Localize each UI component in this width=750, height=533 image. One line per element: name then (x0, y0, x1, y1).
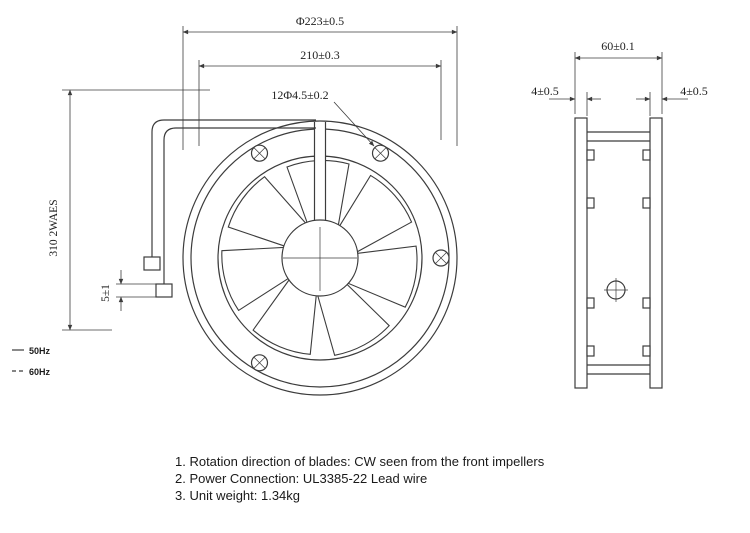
note-rotation: 1. Rotation direction of blades: CW seen… (175, 454, 545, 469)
rear-flange (649, 117, 663, 389)
frequency-legend: 50Hz 60Hz (12, 346, 51, 377)
dim-flange-left-label: 4±0.5 (531, 84, 559, 98)
side-view (574, 117, 663, 389)
dim-flange-right: 4±0.5 (636, 84, 708, 116)
note-power-connection: 2. Power Connection: UL3385-22 Lead wire (175, 471, 427, 486)
dim-mounting-holes-label: 12Φ4.5±0.2 (271, 88, 328, 102)
dim-outer-diameter-label: Φ223±0.5 (296, 14, 344, 28)
dim-terminal: 5±1 (100, 270, 156, 311)
dim-depth-label: 60±0.1 (601, 39, 635, 53)
front-view (182, 120, 458, 396)
wire-strut (313, 122, 327, 221)
hub-crosshair (283, 227, 357, 291)
dim-flange-left: 4±0.5 (531, 84, 601, 116)
terminal-lug-2 (155, 283, 173, 298)
mounting-hole-right (432, 249, 450, 267)
impeller-blades (221, 159, 418, 356)
dim-lead-length-label: 310 2WAES (48, 199, 60, 256)
dim-bolt-circle-label: 210±0.3 (300, 48, 340, 62)
mounting-hole-top-right (371, 144, 390, 162)
dim-lead-length: 310 2WAES (48, 89, 210, 331)
lead-wires (151, 119, 316, 284)
legend-50hz-label: 50Hz (29, 346, 51, 356)
note-unit-weight: 3. Unit weight: 1.34kg (175, 488, 300, 503)
fan-outer-frame (182, 120, 458, 396)
terminal-lug-1 (143, 256, 161, 271)
ground-terminal (604, 278, 628, 302)
mounting-hole-bottom-left (250, 354, 269, 372)
mounting-hole-top-left (250, 144, 269, 162)
dim-terminal-label: 5±1 (100, 284, 112, 302)
dim-flange-right-label: 4±0.5 (680, 84, 708, 98)
dim-outer-diameter: Φ223±0.5 (182, 14, 458, 150)
flange-tabs (586, 149, 651, 357)
wire-terminals (143, 256, 173, 298)
mounting-holes (250, 144, 450, 372)
dim-depth: 60±0.1 (574, 39, 663, 114)
notes-block: 1. Rotation direction of blades: CW seen… (175, 454, 545, 503)
dim-mounting-holes: 12Φ4.5±0.2 (271, 88, 375, 147)
legend-60hz-label: 60Hz (29, 367, 51, 377)
dim-bolt-circle: 210±0.3 (198, 48, 442, 146)
front-flange (574, 117, 588, 389)
